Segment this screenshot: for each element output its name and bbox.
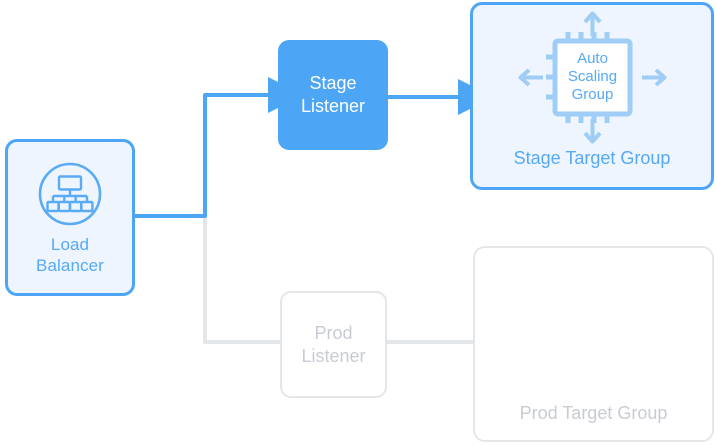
node-prod-target-group[interactable]: Prod Target Group (473, 246, 714, 442)
wire-load-balancer-to-stage-listener (135, 77, 304, 218)
prod-listener-label-line2: Listener (301, 345, 366, 366)
load-balancer-label: Load Balancer (36, 234, 104, 276)
asg-label-line3: Group (571, 86, 613, 103)
stage-listener-label-line1: Stage (309, 73, 357, 93)
prod-target-group-label: Prod Target Group (519, 403, 668, 423)
stage-listener-label-line2: Listener (300, 96, 366, 116)
prod-listener-label-line1: Prod (314, 322, 353, 343)
stage-target-group-label: Stage Target Group (513, 148, 671, 168)
cpu-chip-autoscaling-icon: Auto Scaling Group (515, 5, 670, 145)
node-load-balancer[interactable]: Load Balancer (5, 139, 135, 296)
asg-label-line1: Auto (577, 50, 608, 67)
node-stage-target-group[interactable]: Auto Scaling Group Stage Target Group (470, 2, 714, 190)
asg-label-line2: Scaling (567, 68, 616, 85)
hierarchy-network-icon (36, 160, 104, 228)
wire-load-balancer-to-prod-listener (135, 214, 280, 344)
prod-listener-label: Prod Listener (301, 322, 365, 368)
load-balancer-label-line1: Load (50, 234, 90, 254)
load-balancer-label-line2: Balancer (36, 255, 104, 275)
node-prod-listener[interactable]: Prod Listener (280, 291, 387, 398)
node-stage-listener[interactable]: Stage Listener (278, 40, 388, 150)
stage-listener-label: Stage Listener (301, 72, 365, 118)
